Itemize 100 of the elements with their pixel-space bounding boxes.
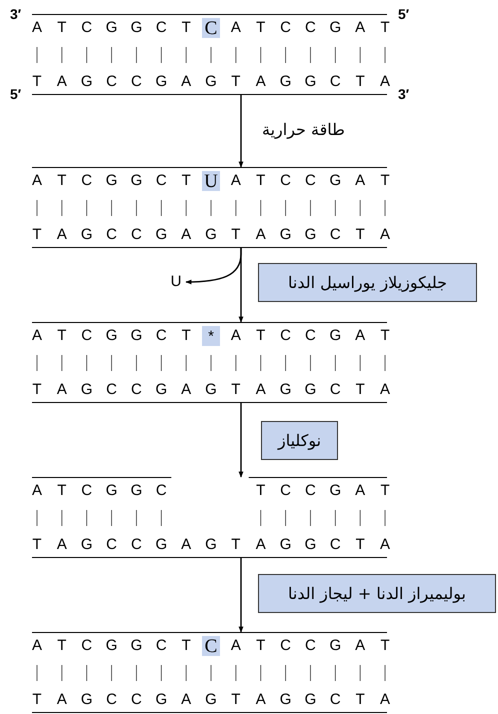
base-letter: G (104, 172, 118, 190)
base-letter: T (255, 172, 266, 190)
highlighted-base: * (202, 326, 220, 346)
base-letter: A (180, 226, 192, 244)
base-letter: G (204, 381, 218, 399)
base-letter: G (278, 691, 292, 709)
base-letter: A (379, 73, 392, 91)
base-letter: G (154, 691, 168, 709)
base-letter: A (254, 381, 267, 399)
base-letter: C (304, 482, 317, 500)
base-letter: G (304, 226, 318, 244)
base-letter: G (278, 226, 292, 244)
strand-end-label: 3′ (398, 86, 410, 102)
base-letter: A (254, 691, 267, 709)
base-letter: G (204, 536, 218, 554)
enzyme-box: جليكوزيلاز يوراسيل الدنا (258, 263, 477, 302)
base-letter: G (204, 691, 218, 709)
base-letter: T (230, 73, 242, 91)
base-letter: A (354, 637, 366, 655)
base-letter: C (328, 691, 342, 709)
base-letter: C (279, 637, 292, 655)
base-letter: G (104, 637, 118, 655)
base-letter: T (180, 19, 192, 37)
base-letter: G (328, 172, 342, 190)
base-letter: T (31, 381, 43, 399)
enzyme-box: بوليميراز الدنا + ليجاز الدنا (258, 574, 496, 613)
base-letter: A (379, 226, 392, 244)
base-letter: C (304, 637, 317, 655)
strand-end-label: 3′ (10, 6, 22, 22)
base-letter: C (105, 691, 118, 709)
base-letter: C (105, 226, 118, 244)
base-letter: A (379, 691, 392, 709)
base-letter: C (80, 172, 94, 190)
base-letter: C (154, 482, 168, 500)
base-letter: G (80, 536, 94, 554)
base-letter: G (278, 381, 292, 399)
base-letter: A (354, 327, 366, 345)
base-letter: G (80, 691, 94, 709)
base-letter: T (255, 327, 266, 345)
enzyme-box: نوكلياز (261, 421, 338, 460)
base-letter: T (354, 73, 366, 91)
base-letter: G (154, 226, 168, 244)
base-letter: G (104, 327, 118, 345)
base-letter: G (80, 226, 94, 244)
base-letter: G (130, 482, 144, 500)
base-letter: C (279, 482, 292, 500)
highlighted-base: C (202, 18, 220, 38)
base-letter: G (104, 19, 118, 37)
base-letter: T (354, 691, 366, 709)
base-letter: C (130, 536, 143, 554)
base-letter: G (154, 381, 168, 399)
base-letter: A (56, 536, 68, 554)
base-letter: T (230, 381, 242, 399)
base-letter: T (230, 536, 242, 554)
base-letter: G (104, 482, 118, 500)
base-letter: G (304, 73, 318, 91)
base-letter: A (254, 536, 267, 554)
base-letter: T (379, 172, 391, 190)
base-letter: G (80, 381, 94, 399)
base-letter: T (255, 482, 266, 500)
base-letter: T (255, 19, 266, 37)
base-letter: T (354, 536, 366, 554)
base-letter: A (56, 691, 68, 709)
base-letter: C (304, 327, 317, 345)
base-letter: C (279, 172, 292, 190)
base-letter: C (80, 482, 94, 500)
arrow (185, 248, 242, 284)
base-letter: T (255, 637, 266, 655)
base-letter: C (130, 381, 143, 399)
base-letter: A (354, 172, 366, 190)
base-letter: C (154, 19, 168, 37)
base-letter: G (80, 73, 94, 91)
base-letter: A (30, 482, 43, 500)
released-base: U (168, 272, 184, 292)
base-letter: T (56, 637, 68, 655)
base-letter: A (56, 381, 68, 399)
base-letter: C (80, 327, 94, 345)
base-letter: A (30, 19, 43, 37)
base-letter: C (130, 73, 143, 91)
base-letter: T (56, 172, 68, 190)
base-letter: C (328, 381, 342, 399)
base-letter: G (154, 536, 168, 554)
base-letter: A (254, 226, 267, 244)
strand-end-label: 5′ (10, 86, 22, 102)
base-letter: A (379, 381, 392, 399)
base-letter: T (31, 536, 43, 554)
base-letter: A (30, 637, 43, 655)
base-letter: A (230, 327, 242, 345)
base-letter: A (354, 19, 366, 37)
base-letter: G (328, 482, 342, 500)
base-letter: A (379, 536, 392, 554)
base-letter: C (154, 172, 168, 190)
base-letter: T (31, 691, 43, 709)
base-letter: T (180, 637, 192, 655)
base-letter: G (278, 536, 292, 554)
base-letter: C (130, 691, 143, 709)
edge-label: طاقة حرارية (262, 120, 345, 140)
base-letter: G (204, 73, 218, 91)
base-letter: C (154, 637, 168, 655)
base-letter: T (354, 381, 366, 399)
